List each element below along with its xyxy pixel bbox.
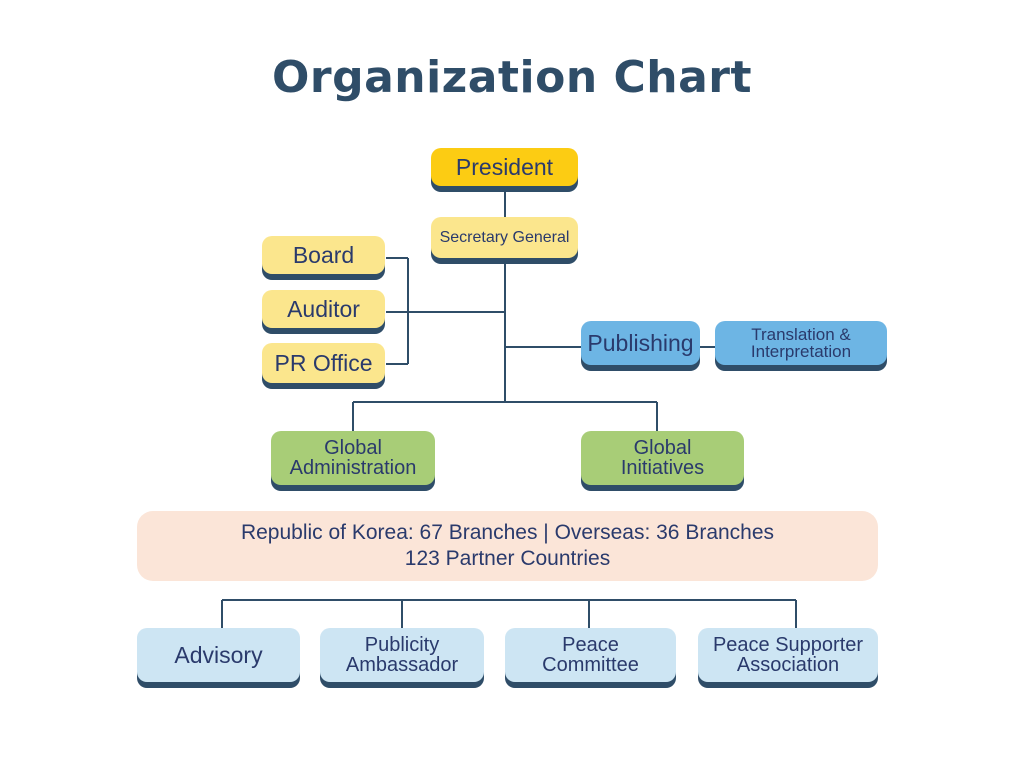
branch-summary-banner: Republic of Korea: 67 Branches | Oversea… [137, 511, 878, 581]
translation-label-line2: Interpretation [750, 342, 852, 361]
global-administration-node: Global Administration [271, 431, 435, 485]
peace-committee-line1: Peace [562, 634, 619, 656]
global-administration-line2: Administration [289, 457, 417, 479]
auditor-label: Auditor [287, 295, 360, 322]
advisory-label: Advisory [174, 641, 263, 668]
translation-label-line1: Translation & [751, 325, 851, 344]
board-node: Board [262, 236, 385, 274]
publicity-ambassador-line1: Publicity [364, 634, 440, 656]
page-title: Organization Chart [271, 52, 753, 103]
peace-supporter-association-node: Peace Supporter Association [698, 628, 878, 682]
peace-committee-line2: Committee [542, 654, 639, 676]
board-label: Board [292, 241, 355, 268]
publishing-label: Publishing [587, 329, 694, 356]
secretary-general-label: Secretary General [439, 228, 570, 246]
pr-office-node: PR Office [262, 343, 385, 383]
president-node: President [431, 148, 578, 186]
advisory-node: Advisory [137, 628, 300, 682]
global-initiatives-node: Global Initiatives [581, 431, 744, 485]
pr-office-label: PR Office [274, 349, 373, 376]
peace-supporter-association-line1: Peace Supporter [712, 634, 864, 656]
publishing-node: Publishing [581, 321, 700, 365]
peace-committee-node: Peace Committee [505, 628, 676, 682]
secretary-general-node: Secretary General [431, 217, 578, 258]
global-initiatives-line2: Initiatives [620, 457, 705, 479]
publicity-ambassador-line2: Ambassador [345, 654, 459, 676]
translation-interpretation-node: Translation & Interpretation [715, 321, 887, 365]
president-label: President [455, 153, 554, 180]
global-administration-line1: Global [324, 437, 382, 459]
branch-summary-line2: 123 Partner Countries [404, 547, 611, 570]
global-initiatives-line1: Global [633, 437, 692, 459]
branch-summary-line1: Republic of Korea: 67 Branches | Oversea… [240, 521, 775, 544]
publicity-ambassador-node: Publicity Ambassador [320, 628, 484, 682]
peace-supporter-association-line2: Association [736, 654, 840, 676]
auditor-node: Auditor [262, 290, 385, 328]
